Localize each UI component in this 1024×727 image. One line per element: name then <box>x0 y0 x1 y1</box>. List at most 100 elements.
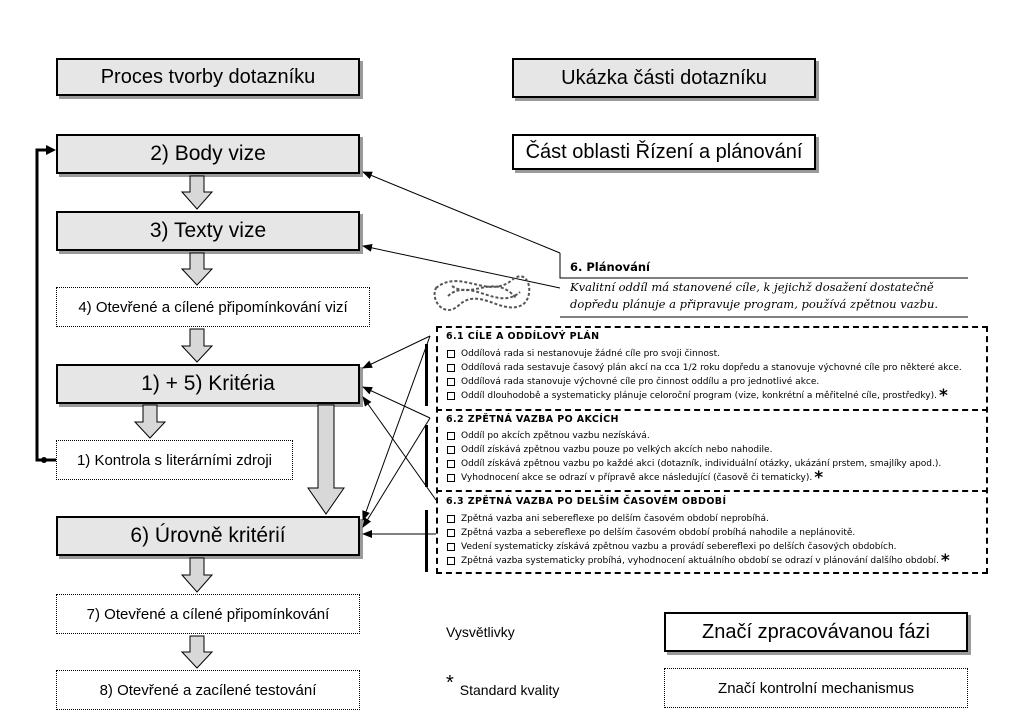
loop-arrowhead <box>46 145 56 155</box>
plan-desc-line1: Kvalitní oddíl má stanovené cíle, k jeji… <box>570 280 934 294</box>
loop-dot <box>41 457 47 463</box>
step-texty-vize-label: 3) Texty vize <box>149 219 267 242</box>
list-item: Oddíl dlouhodobě a systematicky plánuje … <box>447 385 948 406</box>
legend-star: * Standard kvality <box>446 672 560 698</box>
step-pripominkovani-vizi: 4) Otevřené a cílené připomínkování vizí <box>56 287 370 327</box>
list-item: Oddílová rada si nestanovuje žádné cíle … <box>447 349 720 359</box>
item-text: Oddíl dlouhodobě a systematicky plánuje … <box>461 391 937 401</box>
step-testovani-label: 8) Otevřené a zacílené testování <box>99 681 317 699</box>
step-testovani: 8) Otevřené a zacílené testování <box>56 670 360 710</box>
list-item: Vedení systematicky získává zpětnou vazb… <box>447 542 897 552</box>
list-item: Oddíl po akcích zpětnou vazbu nezískává. <box>447 431 650 441</box>
item-text: Zpětná vazba systematicky probíhá, vyhod… <box>461 556 939 566</box>
section-bar-2 <box>425 425 428 487</box>
legend-title: Vysvětlivky <box>446 624 515 640</box>
item-text: Oddílová rada si nestanovuje žádné cíle … <box>461 349 720 359</box>
legend-phase-box: Značí zpracovávanou fázi <box>664 612 968 652</box>
step-pripominkovani: 7) Otevřené a cílené připomínkování <box>56 594 360 634</box>
block-arrow <box>133 404 167 439</box>
step-urovne-kriterii-label: 6) Úrovně kritérií <box>130 524 286 547</box>
checkbox-icon[interactable] <box>447 350 455 358</box>
checkbox-icon[interactable] <box>447 378 455 386</box>
block-arrow <box>180 252 214 286</box>
list-item: Oddílová rada stanovuje výchovné cíle pr… <box>447 377 819 387</box>
step-kriteria: 1) + 5) Kritéria <box>56 364 360 404</box>
checkbox-icon[interactable] <box>447 392 455 400</box>
item-text: Oddíl po akcích zpětnou vazbu nezískává. <box>461 431 650 441</box>
checkbox-icon[interactable] <box>447 515 455 523</box>
feedback-loop-line <box>35 148 56 462</box>
list-item: Vyhodnocení akce se odrazí v přípravě ak… <box>447 467 824 488</box>
checkbox-icon[interactable] <box>447 446 455 454</box>
connector-line <box>362 386 431 419</box>
connector-line <box>362 417 431 528</box>
list-item: Zpětná vazba ani sebereflexe po delším č… <box>447 514 769 524</box>
knot-icon <box>433 275 531 311</box>
item-text: Oddílová rada sestavuje časový plán akcí… <box>461 363 962 373</box>
sample-header-text: Ukázka části dotazníku <box>561 66 767 89</box>
plan-desc-line2: dopředu plánuje a připravuje program, po… <box>570 297 939 311</box>
process-header-text: Proces tvorby dotazníku <box>100 65 316 88</box>
star-marker: * <box>938 385 948 406</box>
plan-title-callout <box>559 253 968 279</box>
legend-phase-label: Značí zpracovávanou fázi <box>702 620 930 643</box>
section-title-6-2: 6.2 ZPĚTNÁ VAZBA PO AKCÍCH <box>446 414 619 425</box>
step-pripominkovani-vizi-label: 4) Otevřené a cílené připomínkování vizí <box>78 298 348 316</box>
checkbox-icon[interactable] <box>447 364 455 372</box>
list-item: Zpětná vazba systematicky probíhá, vyhod… <box>447 550 950 571</box>
block-arrow <box>180 175 214 210</box>
star-marker: * <box>940 550 950 571</box>
block-arrow <box>180 557 214 593</box>
sample-header: Ukázka části dotazníku <box>512 58 816 98</box>
legend-star-symbol: * <box>446 672 454 694</box>
checkbox-icon[interactable] <box>447 557 455 565</box>
legend-control-label: Značí kontrolní mechanismus <box>718 679 914 697</box>
list-item: Oddíl získává zpětnou vazbu po každé akc… <box>447 459 941 469</box>
checkbox-icon[interactable] <box>447 432 455 440</box>
step-body-vize-label: 2) Body vize <box>150 142 266 165</box>
sample-subheader-text: Část oblasti Řízení a plánování <box>525 140 803 163</box>
step-pripominkovani-label: 7) Otevřené a cílené připomínkování <box>86 605 330 623</box>
section-title-6-3: 6.3 ZPĚTNÁ VAZBA PO DELŠÍM ČASOVÉM OBDOB… <box>446 496 727 507</box>
questionnaire-frame <box>436 326 988 574</box>
star-marker: * <box>814 467 824 488</box>
legend-control-box: Značí kontrolní mechanismus <box>664 668 968 708</box>
process-header: Proces tvorby dotazníku <box>56 58 360 96</box>
item-text: Oddíl získává zpětnou vazbu po každé akc… <box>461 459 942 469</box>
plan-title: 6. Plánování <box>570 260 650 274</box>
connector-line <box>362 171 561 254</box>
checkbox-icon[interactable] <box>447 460 455 468</box>
step-texty-vize: 3) Texty vize <box>56 211 360 251</box>
section-bar-3 <box>425 510 428 572</box>
section-divider-1 <box>436 409 988 411</box>
section-title-6-1: 6.1 CÍLE A ODDÍLOVÝ PLÁN <box>446 331 600 342</box>
checkbox-icon[interactable] <box>447 543 455 551</box>
checkbox-icon[interactable] <box>447 474 455 482</box>
item-text: Zpětná vazba ani sebereflexe po delším č… <box>461 514 769 524</box>
connector-line <box>362 396 437 501</box>
item-text: Zpětná vazba a sebereflexe po delším čas… <box>461 528 856 538</box>
block-arrow <box>180 328 214 363</box>
section-bar-1 <box>425 344 428 406</box>
step-body-vize: 2) Body vize <box>56 134 360 174</box>
list-item: Zpětná vazba a sebereflexe po delším čas… <box>447 528 855 538</box>
step-kontrola-literatura: 1) Kontrola s literárními zdroji <box>56 440 293 480</box>
connector-line <box>362 335 431 369</box>
item-text: Vedení systematicky získává zpětnou vazb… <box>461 542 897 552</box>
step-kriteria-label: 1) + 5) Kritéria <box>141 372 275 395</box>
list-item: Oddílová rada sestavuje časový plán akcí… <box>447 363 962 373</box>
connector-line <box>362 335 431 521</box>
item-text: Vyhodnocení akce se odrazí v přípravě ak… <box>461 473 813 483</box>
legend-star-label: Standard kvality <box>459 682 560 698</box>
checkbox-icon[interactable] <box>447 529 455 537</box>
step-kontrola-literatura-label: 1) Kontrola s literárními zdroji <box>76 451 273 469</box>
block-arrow <box>307 404 345 515</box>
sample-subheader: Část oblasti Řízení a plánování <box>512 134 816 170</box>
block-arrow <box>180 635 214 669</box>
item-text: Oddíl získává zpětnou vazbu pouze po vel… <box>461 445 773 455</box>
section-divider-2 <box>436 490 988 492</box>
plan-desc: Kvalitní oddíl má stanovené cíle, k jeji… <box>570 279 938 313</box>
list-item: Oddíl získává zpětnou vazbu pouze po vel… <box>447 445 772 455</box>
step-urovne-kriterii: 6) Úrovně kritérií <box>56 516 360 556</box>
